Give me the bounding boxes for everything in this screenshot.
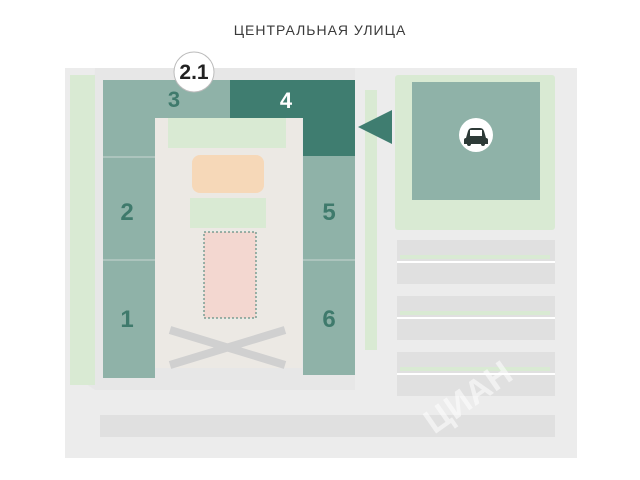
street-name-label: ЦЕНТРАЛЬНАЯ УЛИЦА bbox=[233, 22, 407, 38]
building-4-label: 4 bbox=[280, 88, 293, 113]
building-6-label: 6 bbox=[322, 306, 335, 333]
building-5-label: 5 bbox=[322, 199, 335, 226]
playground-area bbox=[192, 155, 264, 193]
courtyard-lawn-top bbox=[168, 118, 286, 148]
building-6[interactable] bbox=[303, 260, 355, 375]
building-4[interactable] bbox=[230, 80, 355, 118]
parking-lot-4 bbox=[100, 415, 555, 437]
selection-pointer bbox=[358, 110, 392, 144]
section-marker-label: 2.1 bbox=[179, 61, 209, 84]
lawn-west bbox=[70, 75, 95, 385]
section-marker-badge bbox=[173, 51, 215, 93]
courtyard bbox=[152, 118, 302, 369]
car-icon bbox=[464, 128, 488, 146]
sports-field bbox=[203, 231, 257, 319]
lawn-east-strip bbox=[365, 90, 377, 350]
building-5[interactable] bbox=[303, 156, 355, 260]
building-2-label: 2 bbox=[120, 199, 133, 226]
courtyard-lawn-middle bbox=[190, 198, 266, 228]
parking-lots bbox=[100, 240, 555, 437]
building-1[interactable] bbox=[103, 260, 155, 378]
building-3-label: 3 bbox=[168, 87, 180, 112]
building-2[interactable] bbox=[103, 80, 155, 260]
building-4-wing[interactable] bbox=[303, 118, 355, 156]
building-1-label: 1 bbox=[120, 306, 133, 333]
